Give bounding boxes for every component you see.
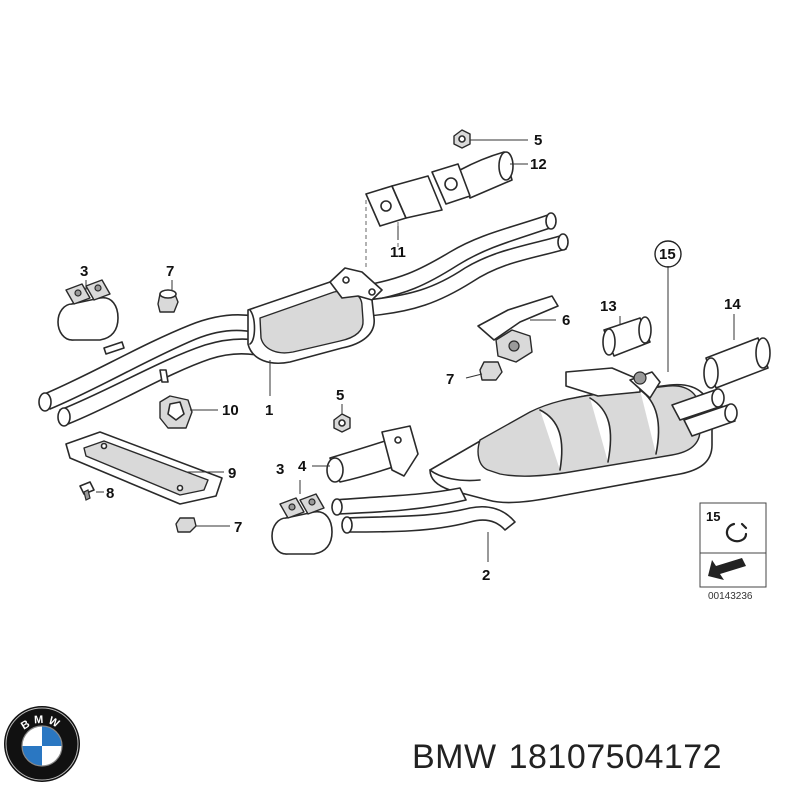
rubber-mount-10	[159, 395, 193, 429]
rear-silencer	[331, 367, 738, 534]
callout-8: 8	[106, 485, 114, 502]
callout-5-mid: 5	[336, 387, 344, 404]
clamp-upper	[57, 279, 119, 341]
tail-trim-13	[602, 316, 652, 357]
callouts: 1 2 3 3 4 5 5 6 7 7 7 8 9 10 11 12 13 14…	[80, 132, 741, 584]
inset-reference-number: 00143236	[708, 591, 753, 602]
brand-name: BMW	[412, 738, 497, 776]
callout-9: 9	[228, 465, 236, 482]
connecting-pipe	[326, 425, 419, 483]
callout-7-bottom: 7	[234, 519, 242, 536]
silencer-bracket	[477, 295, 559, 363]
callout-15: 15	[659, 246, 676, 263]
heat-shield	[65, 431, 223, 505]
circlip-icon	[725, 522, 748, 543]
rubber-mount-bottom	[175, 517, 197, 533]
bmw-roundel-icon: BMW	[4, 706, 80, 782]
callout-12: 12	[530, 156, 547, 173]
inset-callout-15: 15	[706, 509, 720, 524]
rubber-mount-mid	[479, 361, 503, 381]
part-caption: BMW 18107504172	[412, 738, 734, 777]
callout-4: 4	[298, 458, 307, 475]
flange-gasket	[365, 175, 443, 270]
callout-13: 13	[600, 298, 617, 315]
leader-lines	[85, 139, 735, 562]
callout-11: 11	[390, 244, 406, 261]
callout-2: 2	[482, 567, 490, 584]
callout-10: 10	[222, 402, 239, 419]
clamp-lower	[271, 493, 333, 555]
bolt	[79, 481, 95, 501]
nut-mid	[333, 413, 351, 433]
callout-1: 1	[265, 402, 273, 419]
callout-7-mid: 7	[446, 371, 454, 388]
part-number: 18107504172	[508, 738, 723, 776]
callout-7-top: 7	[166, 263, 174, 280]
rubber-mount-top	[157, 289, 179, 313]
callout-14: 14	[724, 296, 741, 313]
callout-6: 6	[562, 312, 570, 329]
nut-top	[453, 129, 471, 149]
arrow-icon	[708, 558, 746, 580]
inset-box: 15 00143236	[699, 502, 767, 602]
callout-15-ring	[654, 240, 682, 268]
flange-pipe	[431, 151, 514, 205]
tail-trim-14	[703, 337, 771, 389]
callout-5-top: 5	[534, 132, 542, 149]
callout-3-upper: 3	[80, 263, 88, 280]
callout-3-lower: 3	[276, 461, 284, 478]
front-pipe-assembly	[38, 212, 569, 427]
